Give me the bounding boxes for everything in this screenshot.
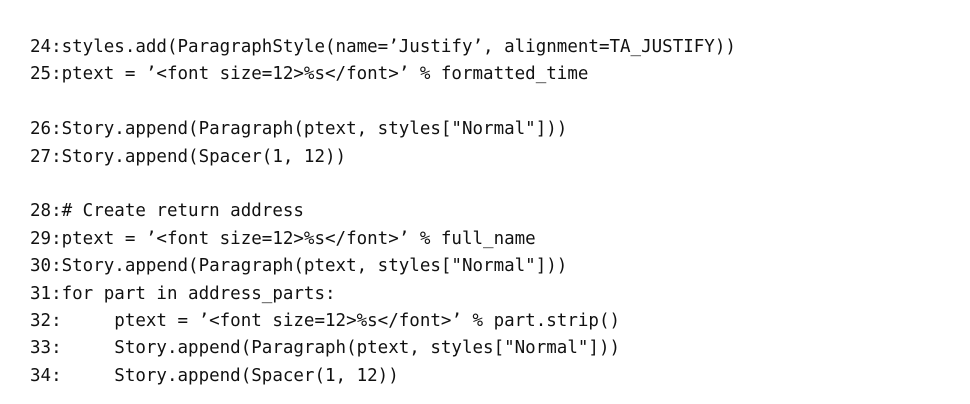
code-line-34: 34: Story.append(Spacer(1, 12)) (30, 365, 399, 386)
code-line-28: 28:# Create return address (30, 201, 304, 222)
code-line-25: 25:ptext = ’<font size=12>%s</font>’ % f… (30, 64, 589, 85)
blank-line (30, 171, 950, 198)
code-line-31: 31:for part in address_parts: (30, 283, 336, 304)
code-listing: 24:styles.add(ParagraphStyle(name=’Justi… (30, 34, 950, 390)
code-line-27: 27:Story.append(Spacer(1, 12)) (30, 146, 347, 167)
code-line-24: 24:styles.add(ParagraphStyle(name=’Justi… (30, 37, 736, 57)
blank-line (30, 89, 950, 116)
code-line-30: 30:Story.append(Paragraph(ptext, styles[… (30, 256, 568, 277)
code-line-33: 33: Story.append(Paragraph(ptext, styles… (30, 338, 621, 359)
code-line-32: 32: ptext = ’<font size=12>%s</font>’ % … (30, 310, 621, 331)
code-line-26: 26:Story.append(Paragraph(ptext, styles[… (30, 119, 568, 140)
code-line-29: 29:ptext = ’<font size=12>%s</font>’ % f… (30, 228, 536, 249)
